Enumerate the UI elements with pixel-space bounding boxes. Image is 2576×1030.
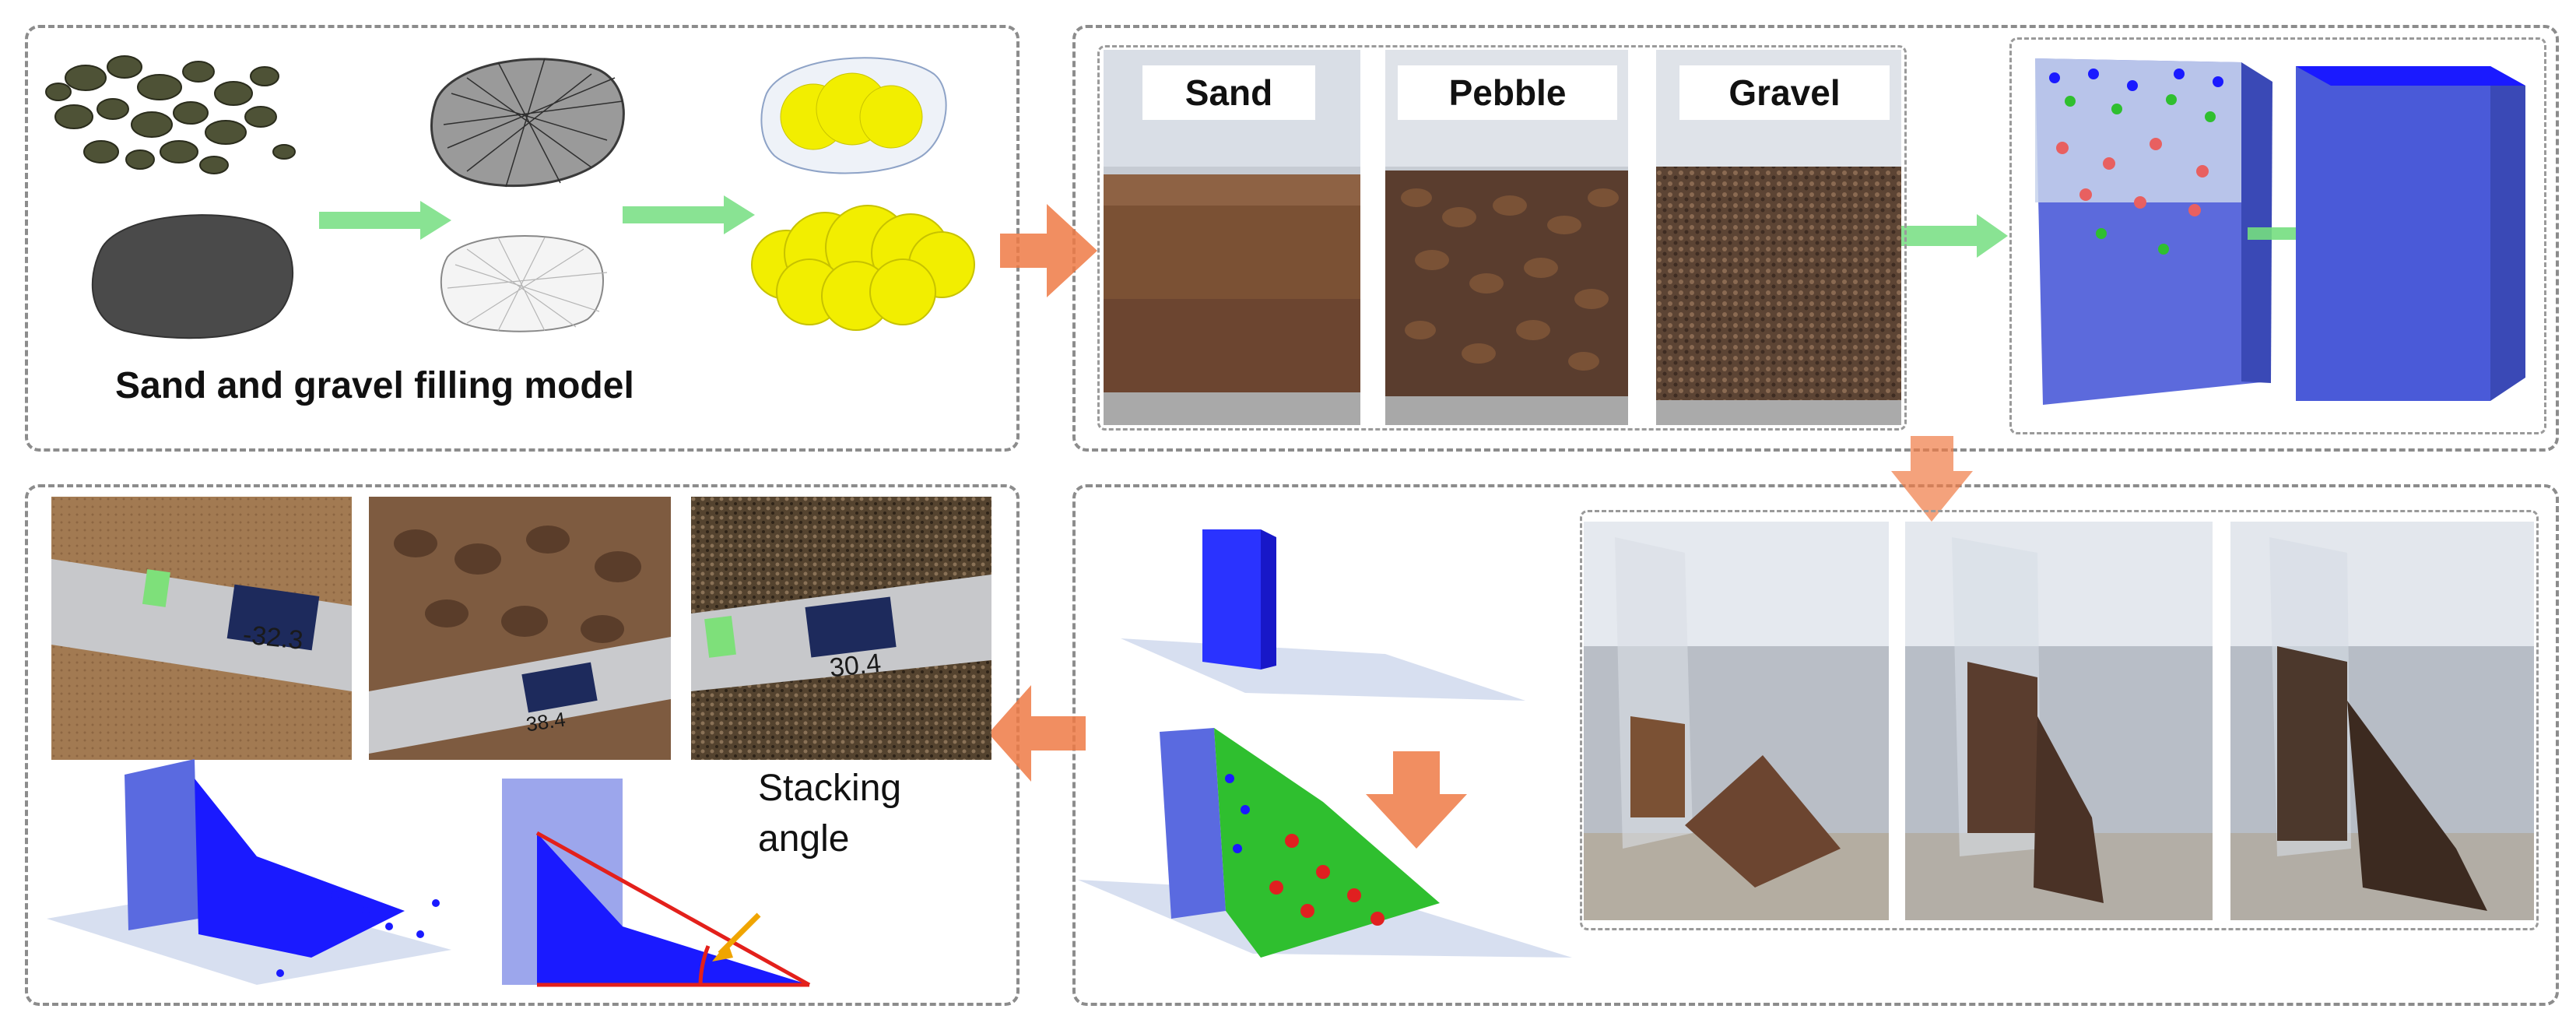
gravel-angle-measurement-photo [691,497,991,760]
simulation-box-group [2009,37,2546,434]
multi-sphere-wireframe-image [760,57,947,174]
collapse-photo-group [1580,510,2539,930]
stacking-angle-diagram [502,779,811,987]
orange-arrow-collapse [1366,751,1467,849]
pebble-angle-measurement-photo [369,497,671,760]
stacking-angle-label-line2: angle [758,818,850,860]
settled-particle-box-image [2296,66,2525,401]
pebble-collapse-photo [1905,522,2213,920]
orange-arrow-down [1891,436,1973,522]
green-arrow-1 [319,201,451,240]
pebble-label: Pebble [1398,65,1617,120]
orange-arrow-right-top [1000,204,1097,297]
dark-stone-image [91,214,294,339]
experiment-photo-group [1097,45,1907,431]
gravel-collapse-photo [2230,522,2534,920]
mesh-stone-white-image [440,235,608,332]
initial-column-image [1121,529,1525,701]
sand-collapse-photo [1584,522,1889,920]
collapsed-simulation-image [47,759,451,985]
filling-model-caption: Sand and gravel filling model [115,365,634,406]
orange-arrow-left-bottom [988,685,1086,782]
stacking-simulation-graphic [47,759,811,987]
mixed-particle-box-image [2035,58,2272,405]
green-arrow-3 [1899,214,2008,258]
gravel-label: Gravel [1679,65,1890,120]
mesh-stone-dark-image [430,58,625,188]
sand-label: Sand [1142,65,1315,120]
particle-modeling-graphic [45,55,975,339]
stacking-angle-label-line1: Stacking [758,768,902,809]
angle-arc [698,945,711,986]
multi-sphere-clump-image [751,205,975,331]
collapsed-column-image [1078,728,1572,958]
angle-line [535,831,811,987]
pebble-cluster-image [45,55,296,174]
green-arrow-2 [623,195,755,234]
sand-angle-measurement-photo [51,497,352,760]
